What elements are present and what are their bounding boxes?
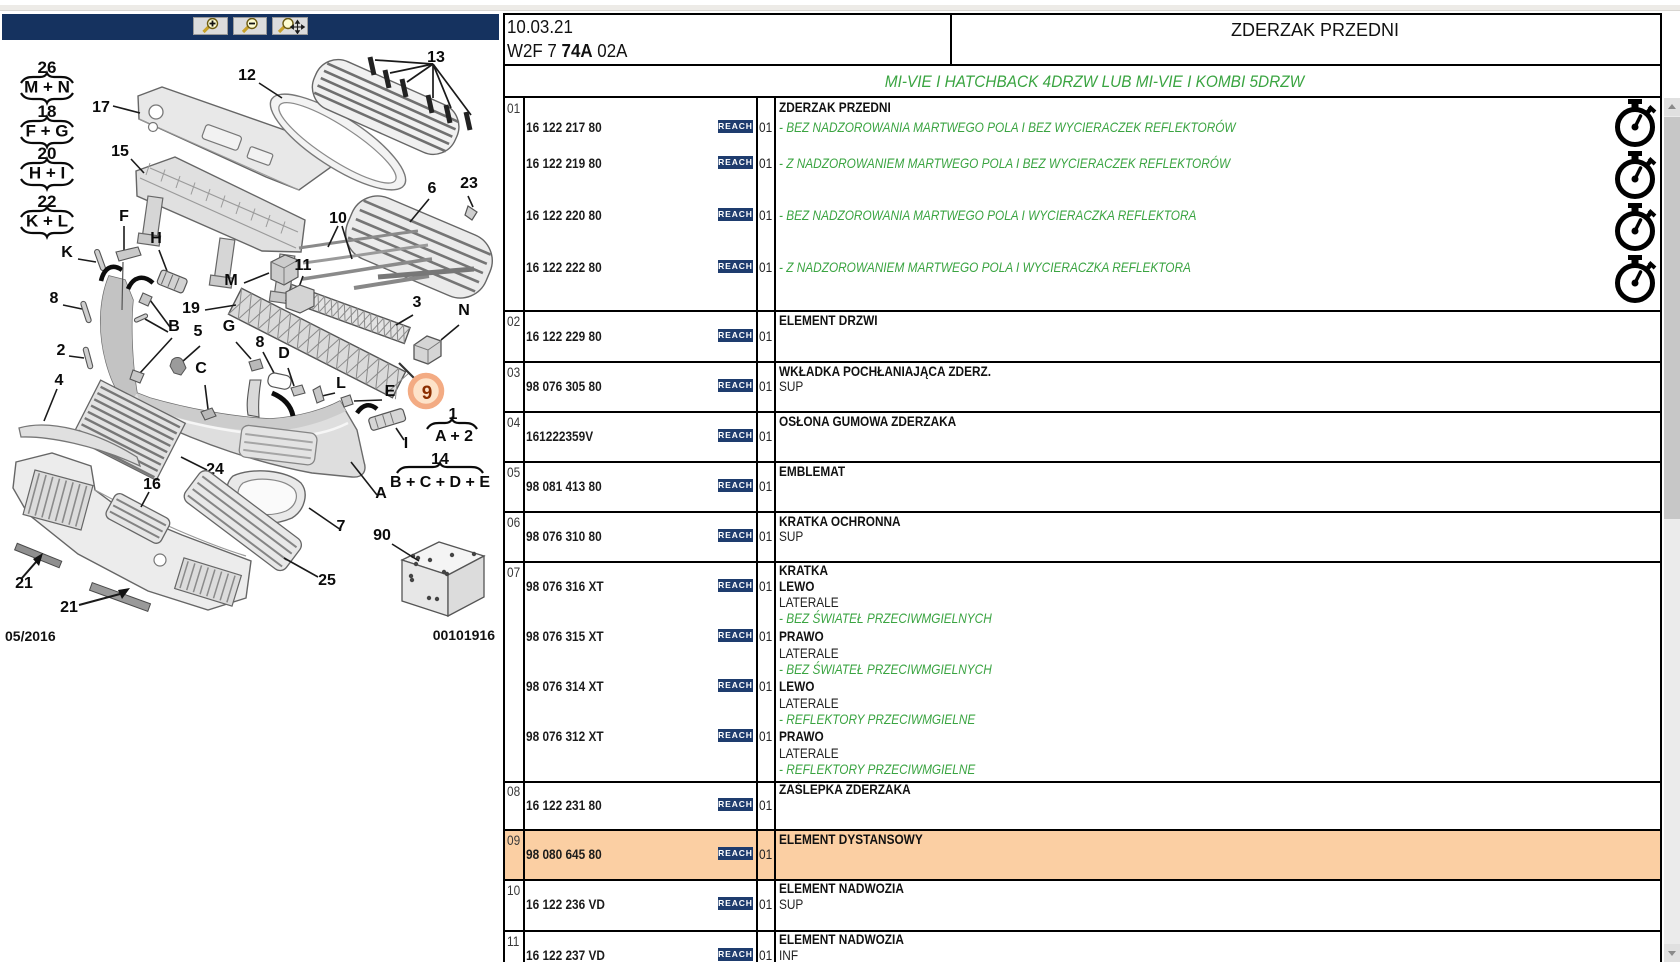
svg-text:G: G bbox=[223, 318, 235, 335]
svg-text:20: 20 bbox=[38, 144, 57, 163]
svg-text:11: 11 bbox=[295, 257, 312, 274]
svg-text:7: 7 bbox=[337, 518, 346, 535]
svg-text:5: 5 bbox=[194, 323, 203, 340]
svg-text:E: E bbox=[385, 383, 396, 400]
svg-text:C: C bbox=[195, 360, 207, 377]
svg-text:18: 18 bbox=[38, 102, 57, 121]
svg-text:I: I bbox=[404, 435, 408, 452]
svg-text:22: 22 bbox=[38, 192, 57, 211]
svg-text:10: 10 bbox=[329, 210, 347, 227]
svg-text:A + 2: A + 2 bbox=[435, 428, 473, 445]
svg-text:N: N bbox=[458, 302, 470, 319]
svg-text:B: B bbox=[168, 318, 180, 335]
svg-text:H: H bbox=[150, 230, 162, 247]
svg-text:8: 8 bbox=[50, 290, 59, 307]
svg-text:17: 17 bbox=[92, 99, 110, 116]
svg-text:13: 13 bbox=[427, 49, 445, 66]
svg-text:F: F bbox=[119, 208, 129, 225]
svg-text:3: 3 bbox=[413, 294, 422, 311]
svg-text:F + G: F + G bbox=[26, 122, 69, 141]
svg-text:16: 16 bbox=[143, 476, 161, 493]
svg-text:B + C + D + E: B + C + D + E bbox=[390, 474, 490, 491]
svg-text:4: 4 bbox=[55, 372, 64, 389]
svg-text:12: 12 bbox=[238, 67, 256, 84]
svg-text:L: L bbox=[336, 375, 346, 392]
svg-text:26: 26 bbox=[38, 58, 57, 77]
svg-text:90: 90 bbox=[373, 527, 391, 544]
svg-text:19: 19 bbox=[182, 300, 200, 317]
svg-text:8: 8 bbox=[256, 334, 265, 351]
svg-text:21: 21 bbox=[60, 599, 78, 616]
svg-text:9: 9 bbox=[422, 383, 433, 404]
svg-text:21: 21 bbox=[15, 575, 33, 592]
svg-text:15: 15 bbox=[111, 143, 129, 160]
svg-text:6: 6 bbox=[428, 180, 437, 197]
svg-text:M + N: M + N bbox=[24, 78, 70, 97]
svg-text:05/2016: 05/2016 bbox=[5, 628, 56, 644]
svg-text:D: D bbox=[278, 345, 290, 362]
svg-text:H + I: H + I bbox=[29, 164, 65, 183]
svg-text:A: A bbox=[375, 485, 387, 502]
svg-text:14: 14 bbox=[431, 451, 449, 468]
svg-text:K + L: K + L bbox=[26, 212, 68, 231]
svg-text:2: 2 bbox=[57, 342, 66, 359]
svg-text:23: 23 bbox=[460, 175, 478, 192]
svg-text:K: K bbox=[61, 244, 73, 261]
svg-text:25: 25 bbox=[318, 572, 336, 589]
svg-text:00101916: 00101916 bbox=[433, 627, 496, 643]
svg-text:M: M bbox=[224, 272, 237, 289]
svg-text:1: 1 bbox=[449, 406, 458, 423]
